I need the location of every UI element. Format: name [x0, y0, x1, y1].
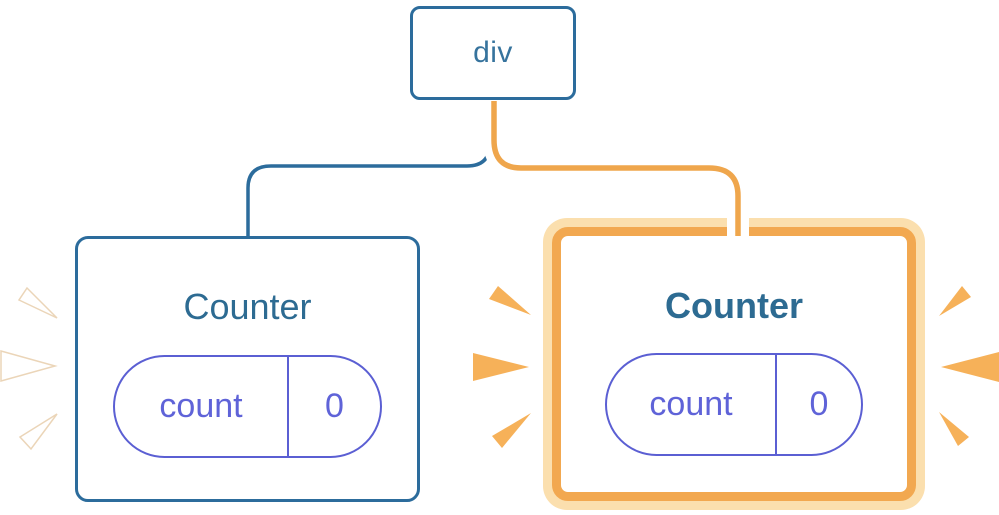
spark-icon: [941, 352, 999, 382]
state-key: count: [115, 357, 289, 456]
counter-card-left: Counter count 0: [75, 236, 420, 502]
spark-icon: [473, 353, 529, 381]
spark-icon: [0, 350, 58, 382]
spark-icon: [17, 286, 58, 319]
spark-icon: [492, 413, 531, 448]
spark-icon: [489, 286, 531, 315]
counter-card-right-halo: Counter count 0: [543, 218, 925, 510]
state-pill: count 0: [113, 355, 382, 458]
spark-icon: [18, 413, 58, 451]
counter-card-right: Counter count 0: [552, 227, 916, 501]
spark-icon: [939, 286, 971, 316]
tree-edge-left: [246, 101, 492, 238]
root-node: div: [410, 6, 576, 100]
state-value: 0: [325, 387, 344, 425]
tree-edge-right: [491, 101, 741, 236]
state-value: 0: [809, 385, 829, 423]
card-title: Counter: [183, 286, 312, 327]
state-key: count: [607, 355, 777, 454]
tree-edge-right-casing: [483, 101, 749, 236]
card-title: Counter: [665, 285, 803, 326]
state-pill: count 0: [605, 353, 863, 456]
root-node-label: div: [473, 36, 513, 69]
spark-icon: [939, 412, 969, 446]
